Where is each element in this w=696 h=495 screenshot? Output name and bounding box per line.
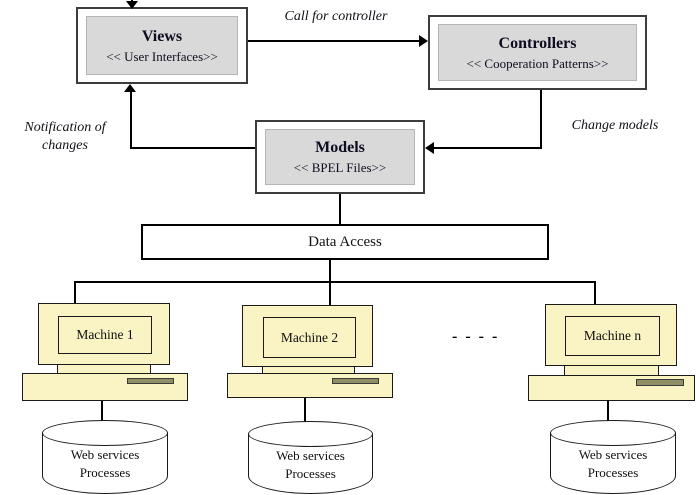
label-call-for-controller: Call for controller: [284, 9, 388, 24]
node-controllers: Controllers << Cooperation Patterns>>: [428, 15, 647, 90]
edge-models-to-data-access: [339, 194, 341, 224]
machine-2-monitor-icon: Machine 2: [242, 305, 373, 367]
edge-machine-n-to-storage: [607, 401, 609, 421]
machine-2-label: Machine 2: [280, 329, 339, 345]
label-notification-of-changes: Notification of changes: [2, 119, 128, 155]
node-views-title: Views: [141, 27, 183, 45]
label-notification-line2: changes: [42, 138, 88, 154]
machine-1-stand: [57, 365, 151, 373]
machine-2-disk-slot: [332, 378, 379, 384]
node-models-title: Models: [315, 139, 365, 156]
machine-2-keyboard: [227, 373, 393, 398]
machine-1-screen: Machine 1: [58, 316, 152, 354]
arrowhead-down-into-views: [126, 1, 138, 9]
machine-1-storage-cylinder-icon: Web services Processes: [42, 420, 168, 494]
machine-n-monitor-icon: Machine n: [545, 304, 677, 366]
edge-machine-1-to-storage: [101, 401, 103, 421]
drop-to-machine-1: [74, 283, 76, 304]
node-models: Models << BPEL Files>>: [255, 120, 425, 194]
node-views-inner: Views << User Interfaces>>: [86, 16, 238, 75]
node-data-access: Data Access: [141, 224, 549, 260]
node-controllers-inner: Controllers << Cooperation Patterns>>: [438, 24, 637, 81]
node-controllers-title: Controllers: [498, 34, 577, 52]
node-views-stereotype: << User Interfaces>>: [106, 48, 218, 64]
machine-2-stand: [262, 367, 355, 373]
node-views: Views << User Interfaces>>: [76, 7, 248, 84]
edge-machine-2-to-storage: [304, 398, 306, 422]
machine-n-label: Machine n: [583, 328, 642, 343]
machine-2-storage-cylinder-icon: Web services Processes: [248, 421, 373, 494]
machine-1-storage-label: Web services Processes: [70, 447, 140, 481]
arrowhead-right-into-controllers: [419, 35, 428, 47]
machine-1-disk-slot: [127, 378, 174, 384]
node-controllers-stereotype: << Cooperation Patterns>>: [466, 55, 609, 71]
distribution-bus-line: [74, 281, 596, 283]
arrowhead-up-into-views: [124, 84, 136, 92]
node-data-access-label: Data Access: [308, 233, 382, 250]
edge-models-to-views-horizontal: [131, 147, 255, 149]
machine-1-monitor-icon: Machine 1: [38, 303, 170, 365]
machine-1-keyboard: [22, 373, 188, 401]
arrowhead-left-into-models: [425, 142, 434, 154]
edge-models-to-views-vertical: [130, 91, 132, 149]
machine-n-screen: Machine n: [565, 316, 660, 356]
machine-n-keyboard: [528, 375, 695, 401]
machine-n-storage-label: Web services Processes: [578, 447, 648, 481]
machine-n-stand: [564, 366, 659, 375]
edge-controllers-to-models-line: [434, 147, 542, 149]
machine-2-screen: Machine 2: [263, 317, 356, 358]
label-notification-line1: Notification of: [24, 120, 106, 135]
machine-2-storage-label: Web services Processes: [276, 448, 345, 482]
drop-to-machine-n: [594, 283, 596, 304]
edge-controllers-down-line: [540, 90, 542, 149]
edge-views-to-controllers-line: [248, 40, 419, 42]
drop-to-machine-2: [329, 283, 331, 305]
ellipsis-between-machines: - - - -: [452, 328, 500, 345]
node-models-inner: Models << BPEL Files>>: [265, 129, 415, 185]
machine-1-label: Machine 1: [76, 327, 134, 342]
edge-data-access-down: [329, 260, 331, 281]
node-models-stereotype: << BPEL Files>>: [293, 160, 387, 175]
machine-n-disk-slot: [636, 379, 684, 386]
label-change-models: Change models: [571, 118, 659, 133]
machine-n-storage-cylinder-icon: Web services Processes: [550, 420, 676, 494]
